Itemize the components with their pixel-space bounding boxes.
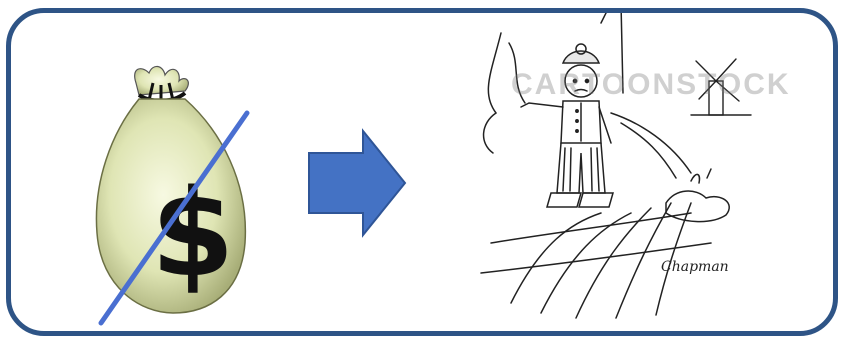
dutch-boy-dike-cartoon bbox=[451, 8, 771, 323]
arrow-panel bbox=[301, 13, 411, 331]
right-arrow-icon bbox=[301, 13, 411, 336]
cartoon-panel: CARTOONSTOCK Chapman bbox=[451, 8, 771, 323]
cartoonstock-watermark: CARTOONSTOCK bbox=[511, 68, 791, 102]
slide-frame: $ bbox=[6, 8, 838, 336]
artist-signature: Chapman bbox=[661, 259, 729, 275]
money-bag-panel: $ bbox=[81, 13, 271, 331]
money-bag-icon: $ bbox=[81, 13, 271, 336]
